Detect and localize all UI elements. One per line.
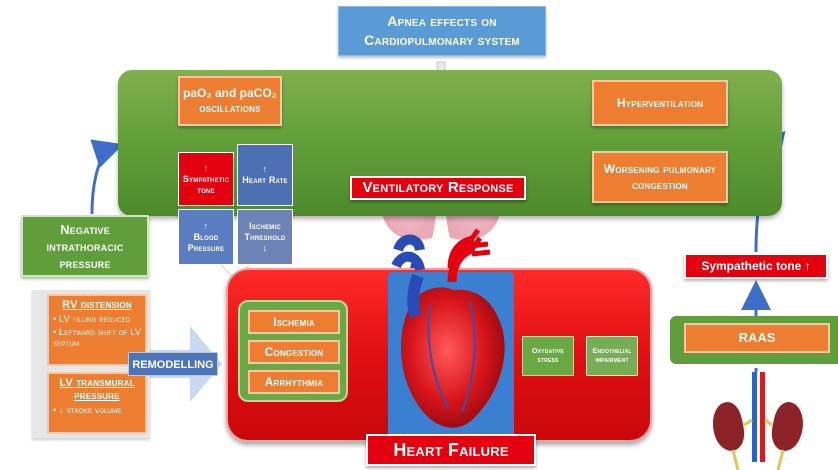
heart-icon xyxy=(396,238,505,428)
sympathetic-tone-label: Sympathetic tone ↑ xyxy=(684,253,828,279)
heart-failure-label: Heart Failure xyxy=(366,434,536,466)
raas-box: RAAS xyxy=(684,323,830,353)
